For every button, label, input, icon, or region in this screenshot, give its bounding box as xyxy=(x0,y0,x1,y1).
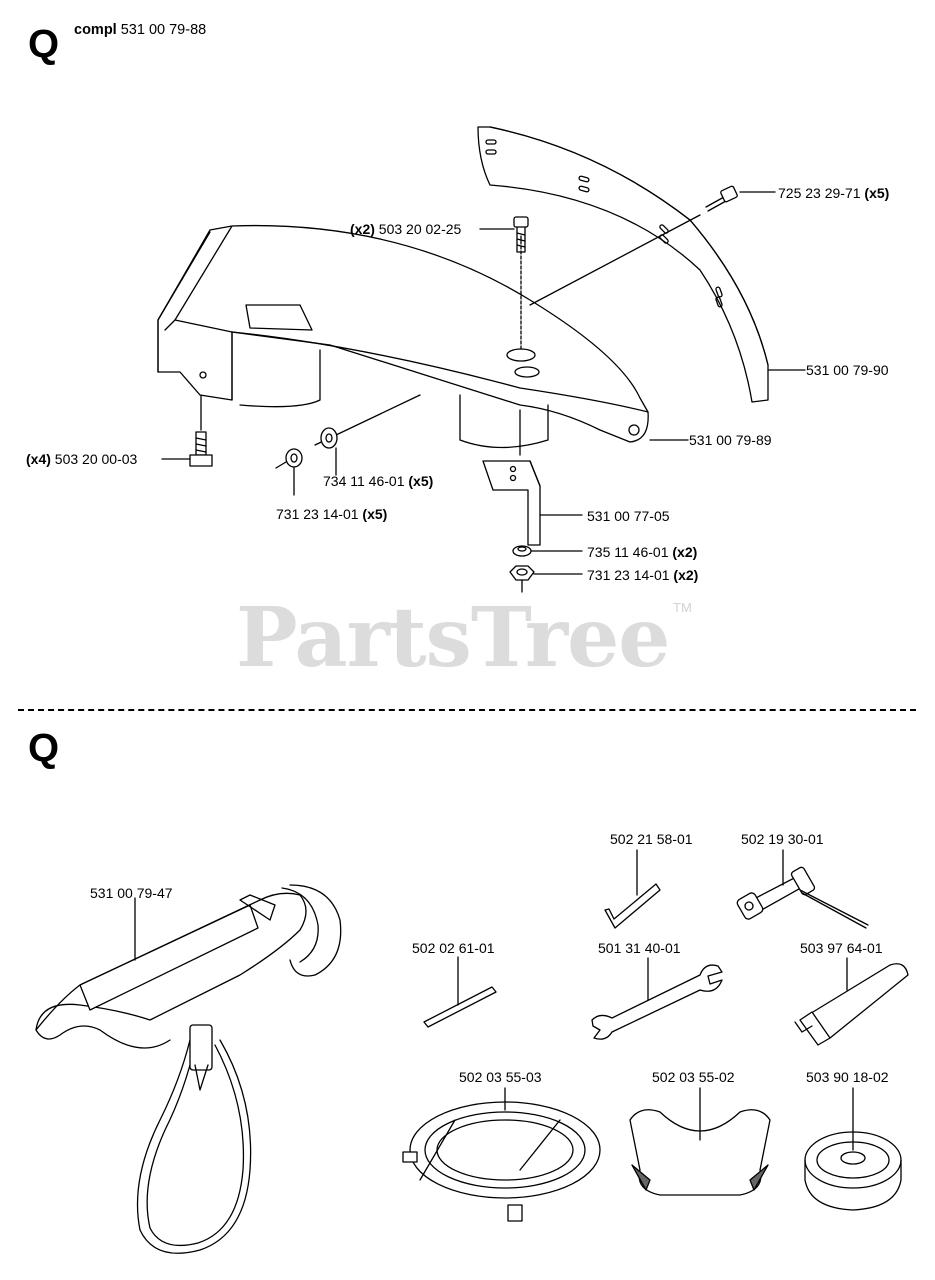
part-label-731-23-14-01-a: 731 23 14-01 (x5) xyxy=(276,506,388,522)
part-label-503-20-00-03: (x4) 503 20 00-03 xyxy=(26,451,138,467)
section-letter-top: Q xyxy=(28,22,60,66)
part-label-502-21-58-01: 502 21 58-01 xyxy=(610,831,693,847)
compl-number: 531 00 79-88 xyxy=(120,22,207,38)
part-label-503-20-02-25: (x2) 503 20 02-25 xyxy=(350,221,462,237)
part-label-734-11-46-01: 734 11 46-01 (x5) xyxy=(323,473,434,489)
guard-body-drawing xyxy=(157,214,806,456)
part-label-501-31-40-01: 501 31 40-01 xyxy=(598,940,681,956)
part-label-503-90-18-02: 503 90 18-02 xyxy=(806,1069,889,1085)
fasteners-drawing xyxy=(161,185,776,593)
part-label-502-02-61-01: 502 02 61-01 xyxy=(412,940,495,956)
part-label-502-19-30-01: 502 19 30-01 xyxy=(741,831,824,847)
part-label-503-97-64-01: 503 97 64-01 xyxy=(800,940,883,956)
tools-drawing xyxy=(402,849,909,1222)
part-label-502-03-55-02: 502 03 55-02 xyxy=(652,1069,735,1085)
part-label-502-03-55-03: 502 03 55-03 xyxy=(459,1069,542,1085)
harness-drawing xyxy=(35,884,342,1254)
watermark-trademark: TM xyxy=(673,600,692,615)
part-label-531-00-79-47: 531 00 79-47 xyxy=(90,885,173,901)
part-label-531-00-79-89: 531 00 79-89 xyxy=(689,432,772,448)
watermark: PartsTree xyxy=(236,590,670,686)
part-label-735-11-46-01: 735 11 46-01 (x2) xyxy=(587,544,698,560)
section-divider xyxy=(18,709,916,711)
part-label-731-23-14-01-b: 731 23 14-01 (x2) xyxy=(587,567,699,583)
assembly-number: compl 531 00 79-88 xyxy=(74,22,206,38)
section-letter-bottom: Q xyxy=(28,726,60,770)
part-label-531-00-79-90: 531 00 79-90 xyxy=(806,362,889,378)
compl-label: compl xyxy=(74,22,117,38)
part-label-725-23-29-71: 725 23 29-71 (x5) xyxy=(778,185,890,201)
part-label-531-00-77-05: 531 00 77-05 xyxy=(587,508,670,524)
